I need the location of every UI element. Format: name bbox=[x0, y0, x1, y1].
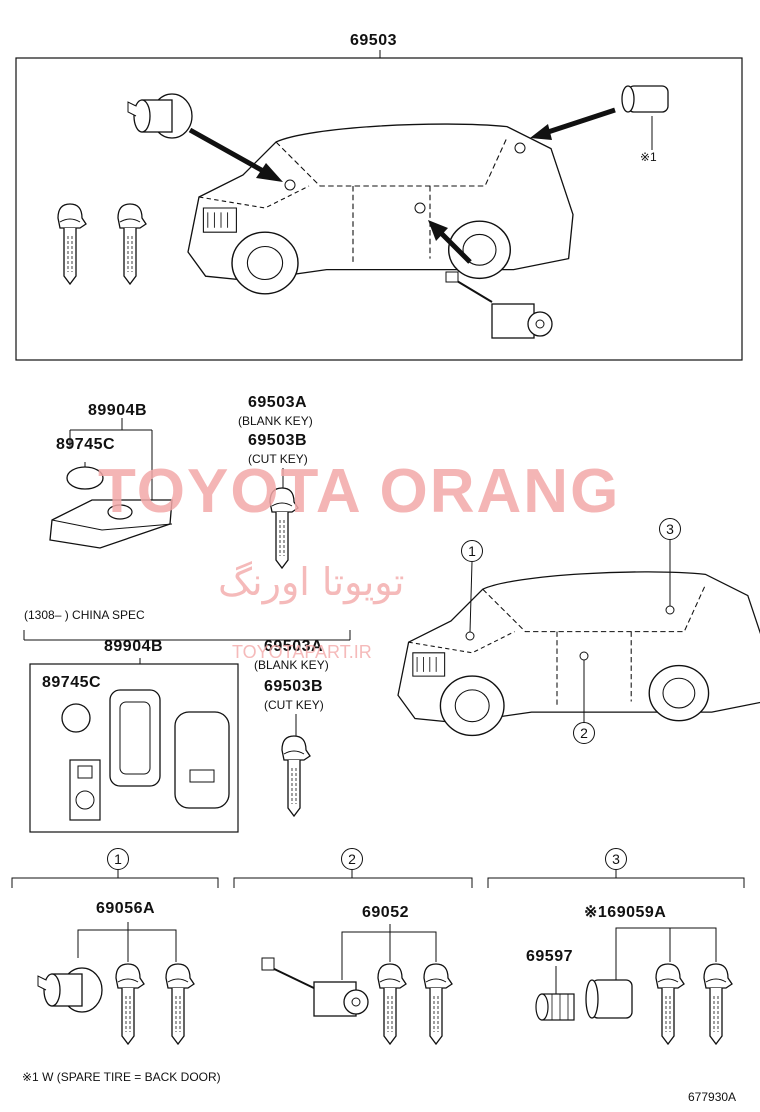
part-number-blank-key-b: 69503A bbox=[264, 638, 324, 655]
part-number-battery-b: 89745C bbox=[42, 674, 102, 691]
watermark-brand-fa: تویوتا اورنگ bbox=[218, 560, 405, 604]
note-mark-top: ※1 bbox=[640, 150, 657, 164]
part-number-blank-key-a: 69503A bbox=[248, 394, 308, 411]
section-1-heading: 1 bbox=[107, 848, 129, 870]
drawing-number: 677930A bbox=[688, 1090, 737, 1104]
section-3-heading: 3 bbox=[605, 848, 627, 870]
cut-key-a-desc: (CUT KEY) bbox=[248, 452, 308, 466]
cut-key-b-desc: (CUT KEY) bbox=[264, 698, 324, 712]
blank-key-a-desc: (BLANK KEY) bbox=[238, 414, 313, 428]
watermark-site: TOYOTAPART.IR bbox=[232, 642, 372, 662]
blank-key-b-desc: (BLANK KEY) bbox=[254, 658, 329, 672]
watermark-brand: TOYOTA ORANG bbox=[98, 457, 621, 526]
car-callout-1: 1 bbox=[461, 540, 483, 562]
part-number-battery-a: 89745C bbox=[56, 436, 116, 453]
part-number-69059a: ※169059A bbox=[584, 904, 667, 921]
section-2-heading: 2 bbox=[341, 848, 363, 870]
car-callout-3: 3 bbox=[659, 518, 681, 540]
part-number-remote-b: 89904B bbox=[104, 638, 164, 655]
part-number-69503-assembly: 69503 bbox=[350, 32, 397, 49]
china-spec-label: (1308– ) CHINA SPEC bbox=[24, 608, 145, 622]
part-number-69597: 69597 bbox=[526, 948, 573, 965]
part-number-cut-key-a: 69503B bbox=[248, 432, 308, 449]
car-callout-2: 2 bbox=[573, 722, 595, 744]
footnote: ※1 W (SPARE TIRE = BACK DOOR) bbox=[22, 1070, 221, 1084]
part-number-remote-a: 89904B bbox=[88, 402, 148, 419]
part-number-69052: 69052 bbox=[362, 904, 409, 921]
part-number-69056a: 69056A bbox=[96, 900, 156, 917]
part-number-cut-key-b: 69503B bbox=[264, 678, 324, 695]
